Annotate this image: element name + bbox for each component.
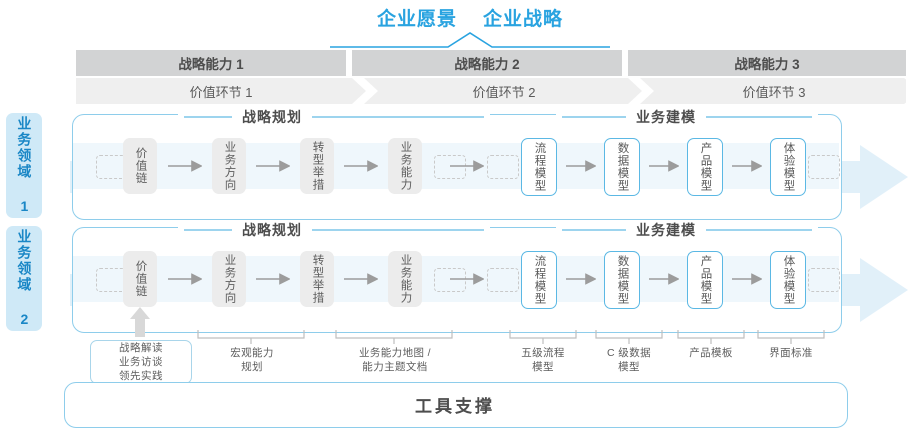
tool-label-five-level-process: 五级流程 模型 (521, 347, 565, 374)
node-value-chain-2[interactable]: 价值链 (123, 251, 157, 307)
node-value-chain-1[interactable]: 价值链 (123, 138, 157, 194)
flow-arrow-icon (732, 160, 762, 172)
node-experience-model-2[interactable]: 体验模型 (770, 251, 806, 309)
node-transformation-initiative-2[interactable]: 转型举措 (300, 251, 334, 307)
tool-support-title: 工具支撑 (415, 396, 495, 416)
tool-label-product-template: 产品模板 (689, 347, 733, 359)
value-chain-cell-1[interactable]: 价值环节 1 (76, 78, 366, 104)
flow-arrow-icon (168, 273, 202, 285)
enterprise-strategy-title: 企业战略 (483, 8, 564, 30)
header-titles: 企业愿景 企业战略 (330, 3, 610, 31)
node-label: 数据模型 (616, 255, 629, 305)
node-business-capability-2[interactable]: 业务能力 (388, 251, 422, 307)
flow-arrow-icon (732, 273, 762, 285)
bracket-connector-icon (197, 330, 305, 344)
node-label: 转型举措 (311, 254, 324, 304)
node-business-direction-2[interactable]: 业务方向 (212, 251, 246, 307)
section-header-planning-1: 战略规划 (178, 108, 490, 126)
tool-label-capability-map: 业务能力地图 / 能力主题文档 (358, 347, 432, 374)
node-label: 体验模型 (782, 142, 795, 192)
tool-support-container (64, 382, 848, 428)
section-title: 战略规划 (242, 222, 302, 238)
value-chain-cell-3[interactable]: 价值环节 3 (642, 78, 906, 104)
node-label: 流程模型 (533, 255, 546, 305)
node-label: 体验模型 (782, 255, 795, 305)
capability-cell-2[interactable]: 战略能力 2 (352, 50, 622, 76)
placeholder-chip (808, 155, 840, 179)
domain-tab-label-2: 业务领域 2 (16, 228, 33, 329)
bracket-connector-icon (757, 330, 825, 344)
section-header-modeling-1: 业务建模 (556, 108, 818, 126)
node-process-model-1[interactable]: 流程模型 (521, 138, 557, 196)
bracket-connector-icon (677, 330, 745, 344)
flow-arrow-icon (566, 273, 596, 285)
peak-connector-icon (330, 32, 610, 48)
bracket-connector-icon (335, 330, 453, 344)
tool-chip-strategy-interpretation[interactable]: 战略解读 业务访谈 领先实践 (90, 340, 192, 384)
domain-tab-label-1: 业务领域 1 (16, 115, 33, 216)
flow-arrow-icon (450, 160, 484, 172)
node-label: 数据模型 (616, 142, 629, 192)
sidebar-domain-tab-1[interactable]: 业务领域 1 (6, 113, 42, 218)
tool-chip-label: 战略解读 业务访谈 领先实践 (119, 341, 163, 383)
capability-cell-3[interactable]: 战略能力 3 (628, 50, 906, 76)
node-data-model-2[interactable]: 数据模型 (604, 251, 640, 309)
node-data-model-1[interactable]: 数据模型 (604, 138, 640, 196)
section-header-modeling-2: 业务建模 (556, 221, 818, 239)
section-title: 业务建模 (636, 109, 696, 125)
value-chain-cell-2[interactable]: 价值环节 2 (366, 78, 642, 104)
node-label: 业务能力 (399, 141, 412, 191)
flow-arrow-icon (168, 160, 202, 172)
node-business-capability-1[interactable]: 业务能力 (388, 138, 422, 194)
flow-arrow-icon (649, 160, 679, 172)
strategic-capability-row: 战略能力 1 战略能力 2 战略能力 3 (76, 50, 906, 76)
tool-label-ui-standard: 界面标准 (769, 347, 813, 359)
value-chain-row: 价值环节 1 价值环节 2 价值环节 3 (76, 78, 910, 104)
node-label: 转型举措 (311, 141, 324, 191)
placeholder-chip (434, 155, 466, 179)
flow-arrow-icon (566, 160, 596, 172)
upward-arrow-icon (130, 307, 150, 337)
node-label: 产品模型 (699, 142, 712, 192)
placeholder-chip (487, 268, 519, 292)
section-title: 战略规划 (242, 109, 302, 125)
tool-label-c-level-data: C 级数据 模型 (607, 347, 651, 374)
chevron-divider-icon-1 (352, 78, 378, 104)
placeholder-chip (808, 268, 840, 292)
section-title: 业务建模 (636, 222, 696, 238)
node-business-direction-1[interactable]: 业务方向 (212, 138, 246, 194)
node-label: 产品模型 (699, 255, 712, 305)
section-header-planning-2: 战略规划 (178, 221, 490, 239)
node-label: 价值链 (134, 147, 147, 185)
flow-arrow-icon (450, 273, 484, 285)
chevron-end-icon (904, 78, 910, 104)
node-label: 流程模型 (533, 142, 546, 192)
node-transformation-initiative-1[interactable]: 转型举措 (300, 138, 334, 194)
sidebar-domain-tab-2[interactable]: 业务领域 2 (6, 226, 42, 331)
node-experience-model-1[interactable]: 体验模型 (770, 138, 806, 196)
flow-arrow-icon (344, 160, 378, 172)
capability-cell-1[interactable]: 战略能力 1 (76, 50, 346, 76)
node-product-model-2[interactable]: 产品模型 (687, 251, 723, 309)
placeholder-chip (487, 155, 519, 179)
chevron-divider-icon-2 (628, 78, 654, 104)
flow-arrow-icon (256, 273, 290, 285)
node-label: 业务方向 (223, 254, 236, 304)
node-label: 业务方向 (223, 141, 236, 191)
node-process-model-2[interactable]: 流程模型 (521, 251, 557, 309)
node-label: 业务能力 (399, 254, 412, 304)
tool-label-macro-capability: 宏观能力 规划 (230, 347, 274, 374)
placeholder-chip (434, 268, 466, 292)
enterprise-vision-title: 企业愿景 (376, 8, 457, 30)
node-label: 价值链 (134, 260, 147, 298)
bracket-connector-icon (509, 330, 577, 344)
node-product-model-1[interactable]: 产品模型 (687, 138, 723, 196)
flow-arrow-icon (344, 273, 378, 285)
flow-arrow-icon (649, 273, 679, 285)
bracket-connector-icon (595, 330, 663, 344)
flow-arrow-icon (256, 160, 290, 172)
